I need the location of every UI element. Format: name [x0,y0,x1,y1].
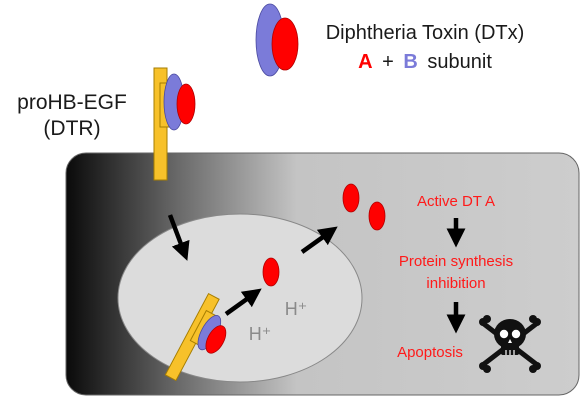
legend-subunit-line: A + B subunit [358,51,492,73]
proton-label-2: H⁺ [249,324,272,344]
escape-arrow-1 [224,288,262,316]
legend-title: Diphtheria Toxin (DTx) [326,22,525,44]
internalized-receptor-with-toxin [164,292,227,382]
released-a-subunit [262,257,280,287]
legend-plus: + [382,51,394,73]
endosome [117,213,363,383]
legend-subunit-word: subunit [427,51,492,73]
bound-a-subunit [176,83,196,125]
legend-a-subunit-shape [271,17,299,71]
proton-label-1: H⁺ [285,299,308,319]
escape-arrow-2 [300,226,338,254]
surface-receptor-with-toxin [153,67,196,181]
cytosolic-a-subunit-1 [342,183,360,213]
pathway-step-protein-synthesis: Protein synthesis [399,253,513,270]
legend-toxin-icon [255,3,299,77]
skull-crossbones-icon [479,315,541,373]
internal-a-subunit [205,325,227,354]
legend-subunit-b: B [403,51,417,73]
receptor-label-line2: (DTR) [43,117,100,140]
pathway-step-active-dt-a: Active DT A [417,193,495,210]
pathway-step-inhibition: inhibition [426,275,485,292]
pathway-step-apoptosis: Apoptosis [397,344,463,361]
legend-subunit-a: A [358,51,372,73]
receptor-label-line1: proHB-EGF [17,91,127,114]
cytosolic-a-subunit-2 [368,201,386,231]
internalization-arrow [167,214,190,261]
